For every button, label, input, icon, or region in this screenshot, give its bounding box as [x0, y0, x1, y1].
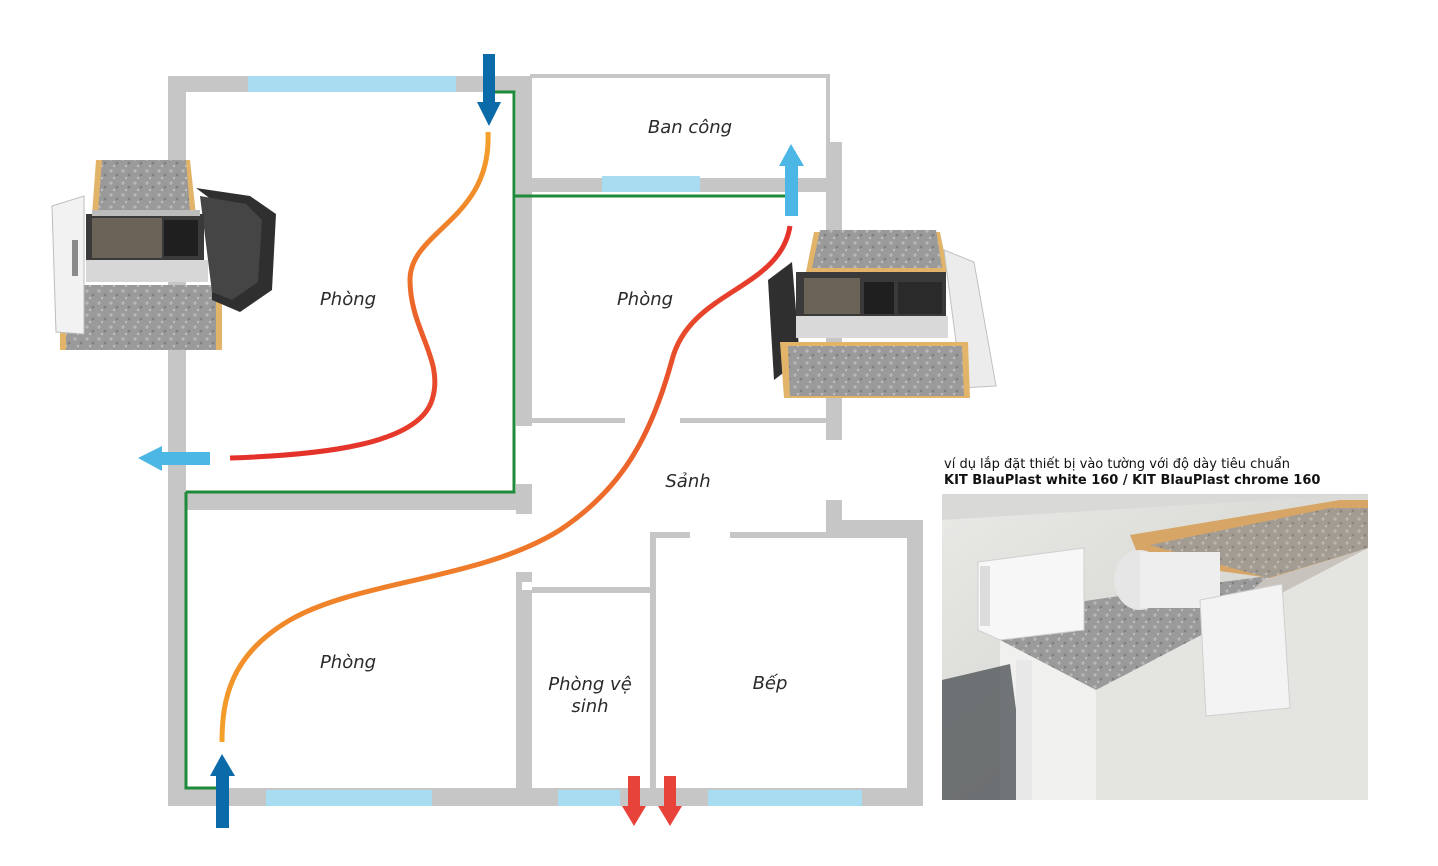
exhaust-arrow-kitchen: [658, 776, 682, 826]
exhaust-arrow-balcony: [779, 144, 804, 216]
room-label-bedroom-top-middle: Phòng: [617, 289, 673, 310]
room-label-balcony: Ban công: [648, 117, 732, 138]
airflow-curves: [219, 131, 793, 743]
window-bathroom: [558, 790, 620, 806]
installation-photo: [942, 494, 1368, 800]
installation-caption: ví dụ lắp đặt thiết bị vào tường với độ …: [944, 457, 1384, 489]
airflow-diagonal: [219, 225, 793, 743]
room-label-bedroom-top-left: Phòng: [320, 289, 376, 310]
room-label-bathroom-line1: Phòng vệ: [548, 674, 632, 695]
airflow-top-left: [229, 131, 491, 461]
exhaust-arrow-left: [138, 446, 210, 471]
duct-lines: [184, 90, 790, 790]
ventilation-unit-icon-left: [51, 160, 276, 350]
intake-arrow-bottom: [210, 754, 235, 828]
window-bottom-left: [266, 790, 432, 806]
room-label-bedroom-bottom-left: Phòng: [320, 652, 376, 673]
window-top-left: [248, 76, 456, 92]
window-balcony: [602, 176, 700, 192]
room-label-bathroom-line2: sinh: [571, 696, 608, 717]
caption-description: ví dụ lắp đặt thiết bị vào tường với độ …: [944, 457, 1290, 472]
room-label-kitchen: Bếp: [753, 673, 788, 694]
window-kitchen: [708, 790, 862, 806]
arrows: [138, 54, 804, 828]
windows: [248, 76, 862, 806]
exhaust-arrow-bathroom: [622, 776, 646, 826]
ventilation-unit-icon-right: [768, 230, 997, 398]
intake-arrow-top: [477, 54, 501, 126]
room-label-lobby: Sảnh: [665, 471, 710, 492]
caption-product-name: KIT BlauPlast white 160 / KIT BlauPlast …: [944, 473, 1321, 488]
walls: [168, 74, 923, 806]
